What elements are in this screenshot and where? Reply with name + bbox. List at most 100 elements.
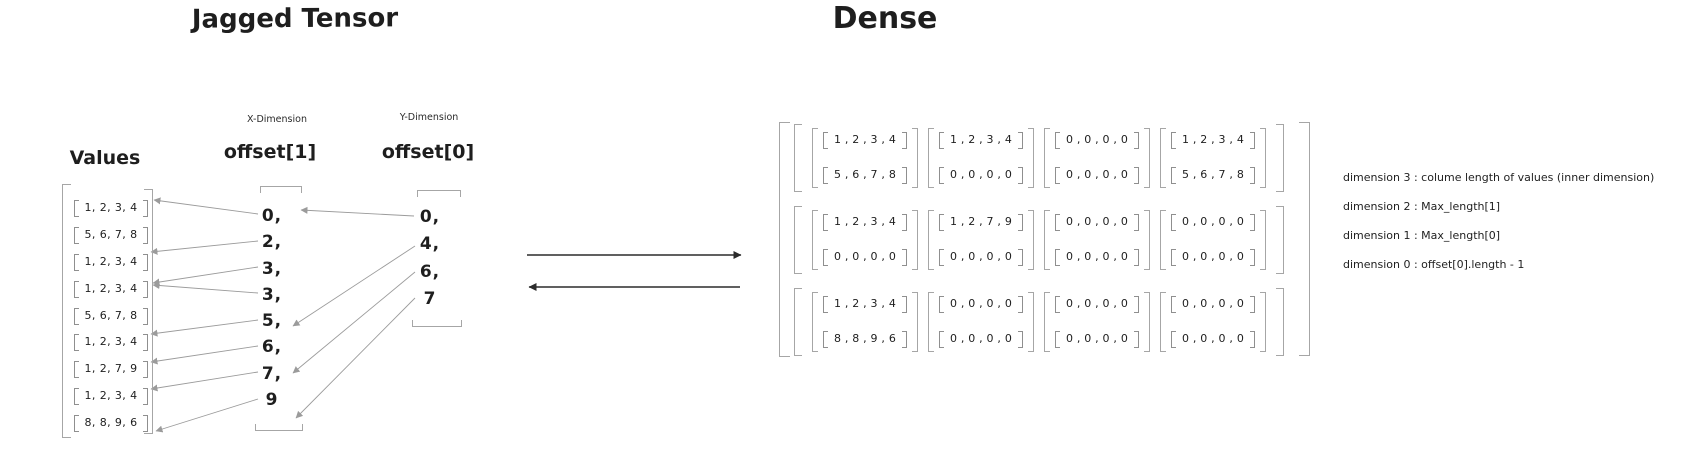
values-row: 5, 6, 7, 8 bbox=[74, 307, 148, 325]
matrix-rows: 0 , 0 , 0 , 0 0 , 0 , 0 , 0 bbox=[1170, 292, 1256, 352]
matrix-row-text: 1 , 2 , 3 , 4 bbox=[833, 297, 897, 310]
bracket-right bbox=[1018, 296, 1023, 313]
row-bracket-left bbox=[794, 288, 802, 356]
bracket-left bbox=[1055, 214, 1060, 231]
bracket-right bbox=[143, 388, 148, 406]
matrix-row: 0 , 0 , 0 , 0 bbox=[1055, 249, 1139, 266]
bracket-left bbox=[74, 361, 79, 379]
bracket-right bbox=[902, 132, 907, 149]
matrix-row-text: 0 , 0 , 0 , 0 bbox=[949, 250, 1013, 263]
matrix-row: 0 , 0 , 0 , 0 bbox=[939, 296, 1023, 313]
values-row: 1, 2, 3, 4 bbox=[74, 388, 148, 406]
bracket-right bbox=[902, 249, 907, 266]
matrix-bracket-left bbox=[812, 292, 818, 352]
matrix-row-text: 0 , 0 , 0 , 0 bbox=[1065, 215, 1129, 228]
matrix-row: 1 , 2 , 3 , 4 bbox=[939, 132, 1023, 149]
dense-matrix: 1 , 2 , 3 , 4 5 , 6 , 7 , 8 bbox=[812, 128, 918, 188]
dense-outer-bracket-left bbox=[779, 122, 790, 357]
bracket-left bbox=[1055, 331, 1060, 348]
conversion-arrows bbox=[527, 251, 742, 291]
bracket-right bbox=[1134, 132, 1139, 149]
matrix-row-text: 0 , 0 , 0 , 0 bbox=[1065, 250, 1129, 263]
matrix-bracket-right bbox=[1028, 292, 1034, 352]
offset-item: 2, bbox=[261, 232, 283, 253]
matrix-row-text: 0 , 0 , 0 , 0 bbox=[949, 332, 1013, 345]
matrix-row: 0 , 0 , 0 , 0 bbox=[1171, 214, 1255, 231]
bracket-left bbox=[74, 307, 79, 325]
y-dimension-label: Y-Dimension bbox=[399, 112, 459, 123]
bracket-left bbox=[823, 132, 828, 149]
bracket-right bbox=[902, 214, 907, 231]
bracket-left bbox=[939, 167, 944, 184]
bracket-left bbox=[74, 388, 79, 406]
bracket-left bbox=[1171, 249, 1176, 266]
row-bracket-right bbox=[1276, 288, 1284, 356]
bracket-right bbox=[1134, 214, 1139, 231]
bracket-left bbox=[74, 280, 79, 298]
offset0-arrow-1 bbox=[292, 245, 416, 327]
matrix-rows: 0 , 0 , 0 , 0 0 , 0 , 0 , 0 bbox=[1054, 292, 1140, 352]
values-row: 1, 2, 3, 4 bbox=[74, 253, 148, 271]
matrix-rows: 1 , 2 , 7 , 9 0 , 0 , 0 , 0 bbox=[938, 210, 1024, 270]
offset-item: 7, bbox=[261, 363, 283, 384]
matrix-row-text: 1 , 2 , 3 , 4 bbox=[949, 133, 1013, 146]
offset1-top-bracket bbox=[260, 186, 302, 193]
matrix-rows: 0 , 0 , 0 , 0 0 , 0 , 0 , 0 bbox=[938, 292, 1024, 352]
bracket-left bbox=[823, 249, 828, 266]
bracket-right bbox=[1018, 331, 1023, 348]
matrix-row: 0 , 0 , 0 , 0 bbox=[1055, 331, 1139, 348]
values-label: Values bbox=[69, 147, 141, 169]
dense-matrix: 0 , 0 , 0 , 0 0 , 0 , 0 , 0 bbox=[1044, 128, 1150, 188]
offset1-arrow-7 bbox=[155, 398, 259, 433]
bracket-left bbox=[1171, 132, 1176, 149]
bracket-right bbox=[143, 280, 148, 298]
matrix-row: 0 , 0 , 0 , 0 bbox=[1055, 132, 1139, 149]
bracket-right bbox=[1134, 296, 1139, 313]
dense-matrix: 0 , 0 , 0 , 0 0 , 0 , 0 , 0 bbox=[1160, 292, 1266, 352]
offset-item: 9 bbox=[265, 389, 279, 410]
bracket-left bbox=[74, 226, 79, 244]
dimension-legend: dimension 3 : colume length of values (i… bbox=[1343, 171, 1654, 272]
values-row: 1, 2, 3, 4 bbox=[74, 280, 148, 298]
matrix-row-text: 0 , 0 , 0 , 0 bbox=[1065, 297, 1129, 310]
bracket-right bbox=[1018, 132, 1023, 149]
values-row-text: 8, 8, 9, 6 bbox=[84, 416, 138, 429]
bracket-left bbox=[939, 132, 944, 149]
matrix-row: 0 , 0 , 0 , 0 bbox=[1055, 214, 1139, 231]
bracket-right bbox=[143, 253, 148, 271]
bracket-right bbox=[1250, 249, 1255, 266]
bracket-right bbox=[902, 331, 907, 348]
dense-title: Dense bbox=[832, 1, 938, 36]
bracket-left bbox=[74, 334, 79, 352]
matrix-bracket-right bbox=[1260, 210, 1266, 270]
matrix-row: 1 , 2 , 7 , 9 bbox=[939, 214, 1023, 231]
jagged-tensor-title: Jagged Tensor bbox=[191, 3, 399, 35]
offset0-arrow-0 bbox=[300, 206, 415, 217]
dense-matrix: 0 , 0 , 0 , 0 0 , 0 , 0 , 0 bbox=[1044, 210, 1150, 270]
bracket-right bbox=[143, 361, 148, 379]
dense-matrix: 1 , 2 , 3 , 4 0 , 0 , 0 , 0 bbox=[928, 128, 1034, 188]
matrix-row-text: 0 , 0 , 0 , 0 bbox=[1065, 332, 1129, 345]
matrix-bracket-left bbox=[1044, 292, 1050, 352]
bracket-right bbox=[1250, 331, 1255, 348]
row-bracket-right bbox=[1276, 206, 1284, 274]
bracket-left bbox=[939, 214, 944, 231]
matrix-row: 1 , 2 , 3 , 4 bbox=[1171, 132, 1255, 149]
offset-item: 0, bbox=[419, 207, 441, 227]
bracket-left bbox=[1171, 167, 1176, 184]
values-row-text: 1, 2, 3, 4 bbox=[84, 389, 138, 403]
bracket-left bbox=[823, 214, 828, 231]
matrix-row-text: 5 , 6 , 7 , 8 bbox=[833, 168, 897, 181]
bracket-left bbox=[1171, 296, 1176, 313]
bracket-right bbox=[143, 415, 148, 432]
dense-grid-row: 1 , 2 , 3 , 4 0 , 0 , 0 , 0 1 , 2 , 7 , … bbox=[794, 206, 1284, 274]
values-outer-bracket-right bbox=[144, 189, 153, 434]
matrix-bracket-left bbox=[1160, 210, 1166, 270]
offset-item: 3, bbox=[261, 258, 283, 279]
matrix-rows: 1 , 2 , 3 , 4 8 , 8 , 9 , 6 bbox=[822, 292, 908, 352]
values-row-text: 5, 6, 7, 8 bbox=[84, 227, 138, 241]
values-row-text: 1, 2, 7, 9 bbox=[84, 362, 138, 376]
dense-matrix: 1 , 2 , 7 , 9 0 , 0 , 0 , 0 bbox=[928, 210, 1034, 270]
bracket-left bbox=[74, 253, 79, 271]
